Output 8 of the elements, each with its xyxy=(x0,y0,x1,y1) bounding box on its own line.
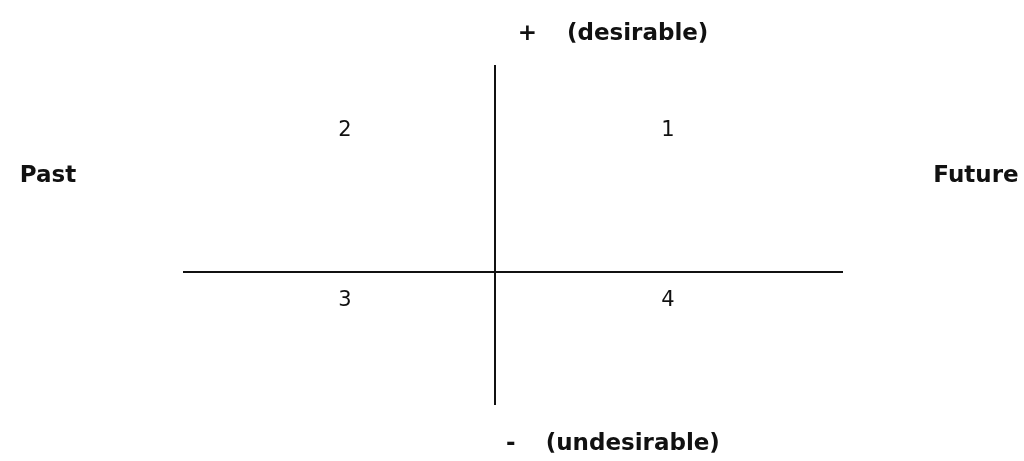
axis-label: + (desirable) xyxy=(517,20,709,46)
quadrant-number: 2 xyxy=(338,118,352,142)
quadrant-number: 4 xyxy=(661,288,675,312)
axis-label: Future xyxy=(933,162,1019,188)
axis-label: - (undesirable) xyxy=(506,430,720,456)
axis-label: Past xyxy=(19,162,77,188)
quadrant-number: 1 xyxy=(661,118,675,142)
quadrant-number: 3 xyxy=(338,288,352,312)
